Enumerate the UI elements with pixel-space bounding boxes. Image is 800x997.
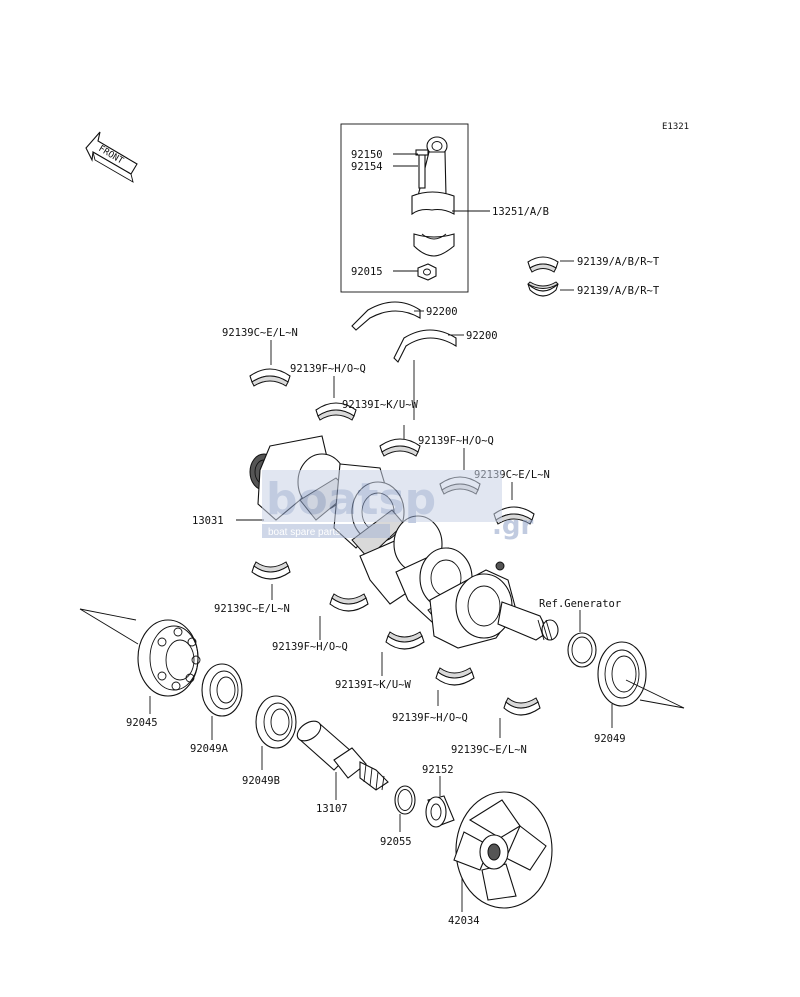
label-42034: 42034 [448,915,480,927]
label-92154: 92154 [351,161,383,173]
label-92139-cel-1: 92139C~E/L~N [222,327,298,339]
label-92139-iku-1: 92139I~K/U~W [342,399,419,411]
watermark-tld: .gr [492,511,533,541]
label-92139-fho-3: 92139F~H/O~Q [272,641,348,653]
diagram-code: E1321 [662,122,689,132]
thrust-washer-lower [393,329,457,363]
main-bearing-shell-7 [329,593,369,612]
label-13251: 13251/A/B [492,206,549,218]
shaft-13107 [296,720,389,791]
thrust-washer-upper [351,301,421,331]
crankshaft [249,435,559,649]
connecting-rod-cap [413,233,455,257]
label-92139-fho-1: 92139F~H/O~Q [290,363,366,375]
connecting-rod-bolt [415,149,429,189]
label-92139-cel-3: 92139C~E/L~N [214,603,290,615]
main-bearing-shell-9 [435,667,475,686]
label-92139-cel-4: 92139C~E/L~N [451,744,527,756]
label-13107: 13107 [316,803,348,815]
label-ref-generator: Ref.Generator [539,598,621,610]
label-92200-b: 92200 [466,330,498,342]
label-92152: 92152 [422,764,454,776]
coupling-42034 [453,791,553,909]
main-bearing-shell-10 [503,697,541,716]
label-92049b: 92049B [242,775,280,787]
connecting-rod-box [340,123,469,293]
watermark-tagline: boat spare parts [268,527,340,538]
label-92139-fho-2: 92139F~H/O~Q [418,435,494,447]
oil-seal-92049b [255,695,297,749]
oil-seal-92049a [201,663,243,717]
collar-92152 [425,795,455,828]
ball-bearing-92045 [137,619,201,697]
label-92139-iku-2: 92139I~K/U~W [335,679,412,691]
label-92045: 92045 [126,717,158,729]
front-arrow-icon: FRONT [85,131,138,183]
shaft-thread [359,761,389,791]
rod-bearing-shell-lower [527,281,559,297]
crankshaft-thread [537,619,559,641]
label-92139-fho-4: 92139F~H/O~Q [392,712,468,724]
watermark-brand: boatsp [266,474,436,525]
label-92200-a: 92200 [426,306,458,318]
connecting-rod [411,136,455,216]
main-bearing-shell-2 [315,402,357,421]
main-bearing-shell-1 [249,368,291,387]
rod-bearing-shell-upper [527,256,559,273]
main-bearing-shell-3 [379,438,421,457]
label-92049a: 92049A [190,743,229,755]
watermark-logo: boatsp .gr boat spare parts [262,470,533,541]
main-bearing-shell-6 [251,561,291,580]
oil-seal-92049 [597,641,647,707]
label-92139-ab-2: 92139/A/B/R~T [577,285,660,297]
label-13031: 13031 [192,515,224,527]
o-ring-generator [567,632,597,668]
label-92150: 92150 [351,149,383,161]
label-92139-ab-1: 92139/A/B/R~T [577,256,660,268]
label-92015: 92015 [351,266,383,278]
label-92055: 92055 [380,836,412,848]
label-92049: 92049 [594,733,626,745]
main-bearing-shell-8 [385,631,425,650]
main-bearing-shell-5 [493,506,535,525]
rod-nut [417,263,437,281]
o-ring-92055 [394,785,416,815]
